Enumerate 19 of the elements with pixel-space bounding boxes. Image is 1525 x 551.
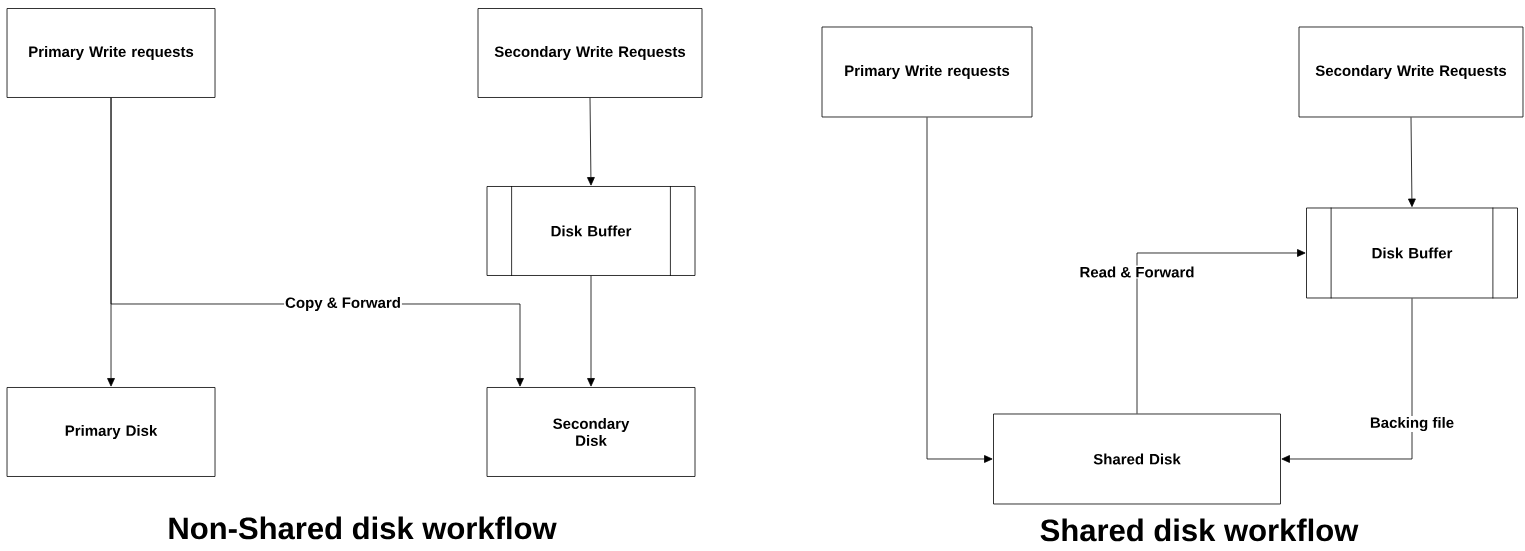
process-box: Secondary Write Requests bbox=[1298, 26, 1524, 118]
edge-label: Backing file bbox=[1368, 415, 1456, 432]
process-box: Primary Write requests bbox=[6, 8, 216, 98]
process-box: Primary Disk bbox=[6, 387, 216, 477]
edge-label: Copy & Forward bbox=[284, 296, 402, 312]
buffer-box: Disk Buffer bbox=[486, 185, 696, 277]
arrow bbox=[926, 117, 993, 463]
process-box: Shared Disk bbox=[993, 413, 1281, 505]
edge-label: Read & Forward bbox=[1078, 265, 1196, 279]
arrow bbox=[1136, 249, 1306, 414]
process-box: Primary Write requests bbox=[821, 26, 1033, 118]
process-box: Secondary Disk bbox=[486, 387, 696, 477]
arrow bbox=[1281, 298, 1413, 463]
process-box: Secondary Write Requests bbox=[477, 8, 703, 98]
panel-title: Non-Shared disk workflow bbox=[169, 516, 557, 540]
arrow bbox=[1408, 117, 1416, 207]
arrow bbox=[587, 97, 595, 186]
arrow bbox=[587, 275, 595, 387]
buffer-box: Disk Buffer bbox=[1306, 207, 1518, 299]
